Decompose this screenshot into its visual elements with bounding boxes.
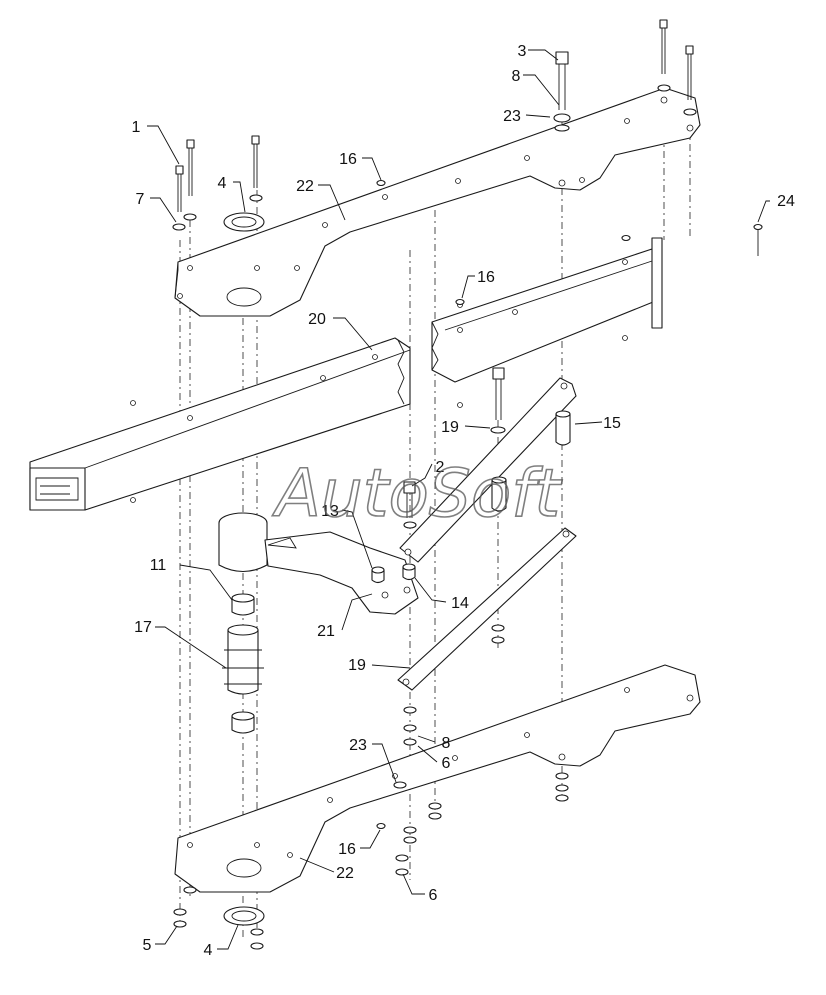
callout-1: 1 — [132, 119, 141, 136]
callout-8-lower: 8 — [442, 735, 451, 752]
callout-3: 3 — [518, 43, 527, 60]
callout-22-upper: 22 — [296, 178, 314, 195]
callout-16-top: 16 — [339, 151, 357, 168]
callout-11: 11 — [150, 557, 167, 574]
callout-20: 20 — [308, 311, 326, 328]
lower-frame-plate — [174, 664, 701, 893]
left-box-member — [29, 337, 411, 511]
callout-23-lower: 23 — [349, 737, 367, 754]
autosoft-watermark: AutoSoft — [272, 455, 563, 532]
upper-frame-plate — [174, 87, 701, 317]
callout-6-lower: 6 — [429, 887, 438, 904]
callout-5: 5 — [143, 937, 152, 954]
callout-23-upper: 23 — [503, 108, 521, 125]
callout-16-bottom: 16 — [338, 841, 356, 858]
callout-15: 15 — [603, 415, 621, 432]
callout-4-lower: 4 — [204, 942, 213, 959]
callout-labels: 1 2 3 4 4 5 6 6 7 8 8 11 13 14 15 16 16 … — [132, 43, 795, 959]
washers-and-nuts — [172, 84, 763, 950]
callout-17: 17 — [134, 619, 152, 636]
steering-arm — [218, 512, 419, 615]
kingpin-stack — [222, 212, 265, 926]
callout-19-lower: 19 — [348, 657, 366, 674]
right-box-member — [431, 237, 663, 408]
callout-7: 7 — [136, 191, 145, 208]
callout-13: 13 — [321, 503, 339, 520]
callout-4-upper: 4 — [218, 175, 227, 192]
bushings — [371, 410, 571, 584]
callout-6-upper: 6 — [442, 755, 451, 772]
callout-16-right: 16 — [477, 269, 495, 286]
callout-19-upper: 19 — [441, 419, 459, 436]
callout-21: 21 — [317, 623, 335, 640]
callout-2: 2 — [436, 459, 445, 476]
leader-lines — [147, 49, 770, 950]
callout-8-upper: 8 — [512, 68, 521, 85]
callout-14: 14 — [451, 595, 469, 612]
callout-24: 24 — [777, 193, 795, 210]
bolts — [175, 19, 694, 518]
callout-22-lower: 22 — [336, 865, 354, 882]
link-bars — [397, 377, 577, 691]
